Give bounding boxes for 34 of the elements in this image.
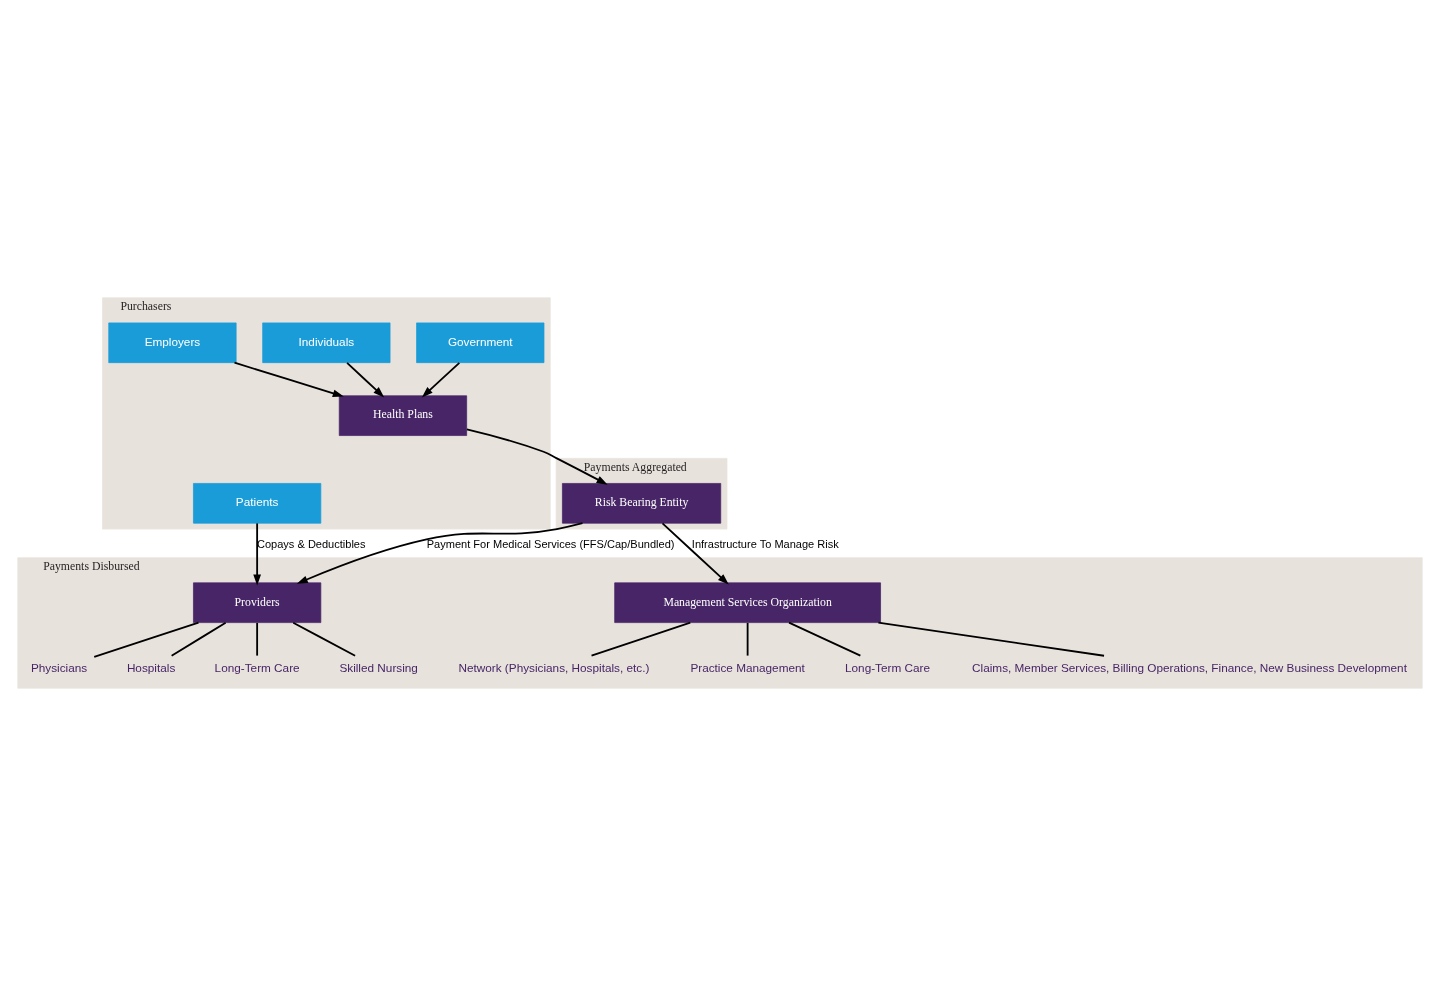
connector	[292, 621, 357, 657]
arrow	[296, 522, 584, 584]
node-text: Skilled Nursing	[339, 660, 418, 674]
node-text: Long-Term Care	[845, 660, 931, 674]
connector	[590, 621, 692, 657]
connector	[788, 621, 862, 657]
connector	[170, 621, 227, 657]
connector	[746, 622, 749, 657]
arrow	[465, 428, 608, 485]
arrow	[233, 361, 344, 398]
node-text: Hospitals	[126, 660, 176, 674]
arrow	[661, 522, 729, 585]
node-text: Practice Management	[690, 660, 805, 674]
connector	[256, 622, 259, 657]
node-box: Risk Bearing Entity	[562, 483, 722, 524]
node-text: Physicians	[30, 660, 88, 674]
node-box: Government	[416, 322, 545, 363]
edge-label: Infrastructure To Manage Risk	[691, 538, 839, 551]
node-text: Network (Physicians, Hospitals, etc.)	[458, 660, 650, 674]
edge-label: Copays & Deductibles	[257, 538, 366, 551]
connector	[93, 621, 200, 658]
node-box: Health Plans	[338, 395, 468, 436]
node-box: Management Services Organization	[614, 582, 881, 623]
node-box: Providers	[193, 582, 322, 623]
connector	[877, 621, 1105, 657]
arrow	[346, 361, 385, 398]
arrow	[253, 522, 261, 586]
node-box: Employers	[108, 322, 237, 363]
node-text: Long-Term Care	[214, 660, 300, 674]
node-text: Claims, Member Services, Billing Operations, Finance, New Business Development	[972, 660, 1407, 674]
node-box: Patients	[193, 483, 322, 524]
edge-label: Payment For Medical Services (FFS/Cap/Bundled)	[426, 538, 675, 551]
node-box: Individuals	[262, 322, 391, 363]
arrow	[421, 361, 461, 398]
